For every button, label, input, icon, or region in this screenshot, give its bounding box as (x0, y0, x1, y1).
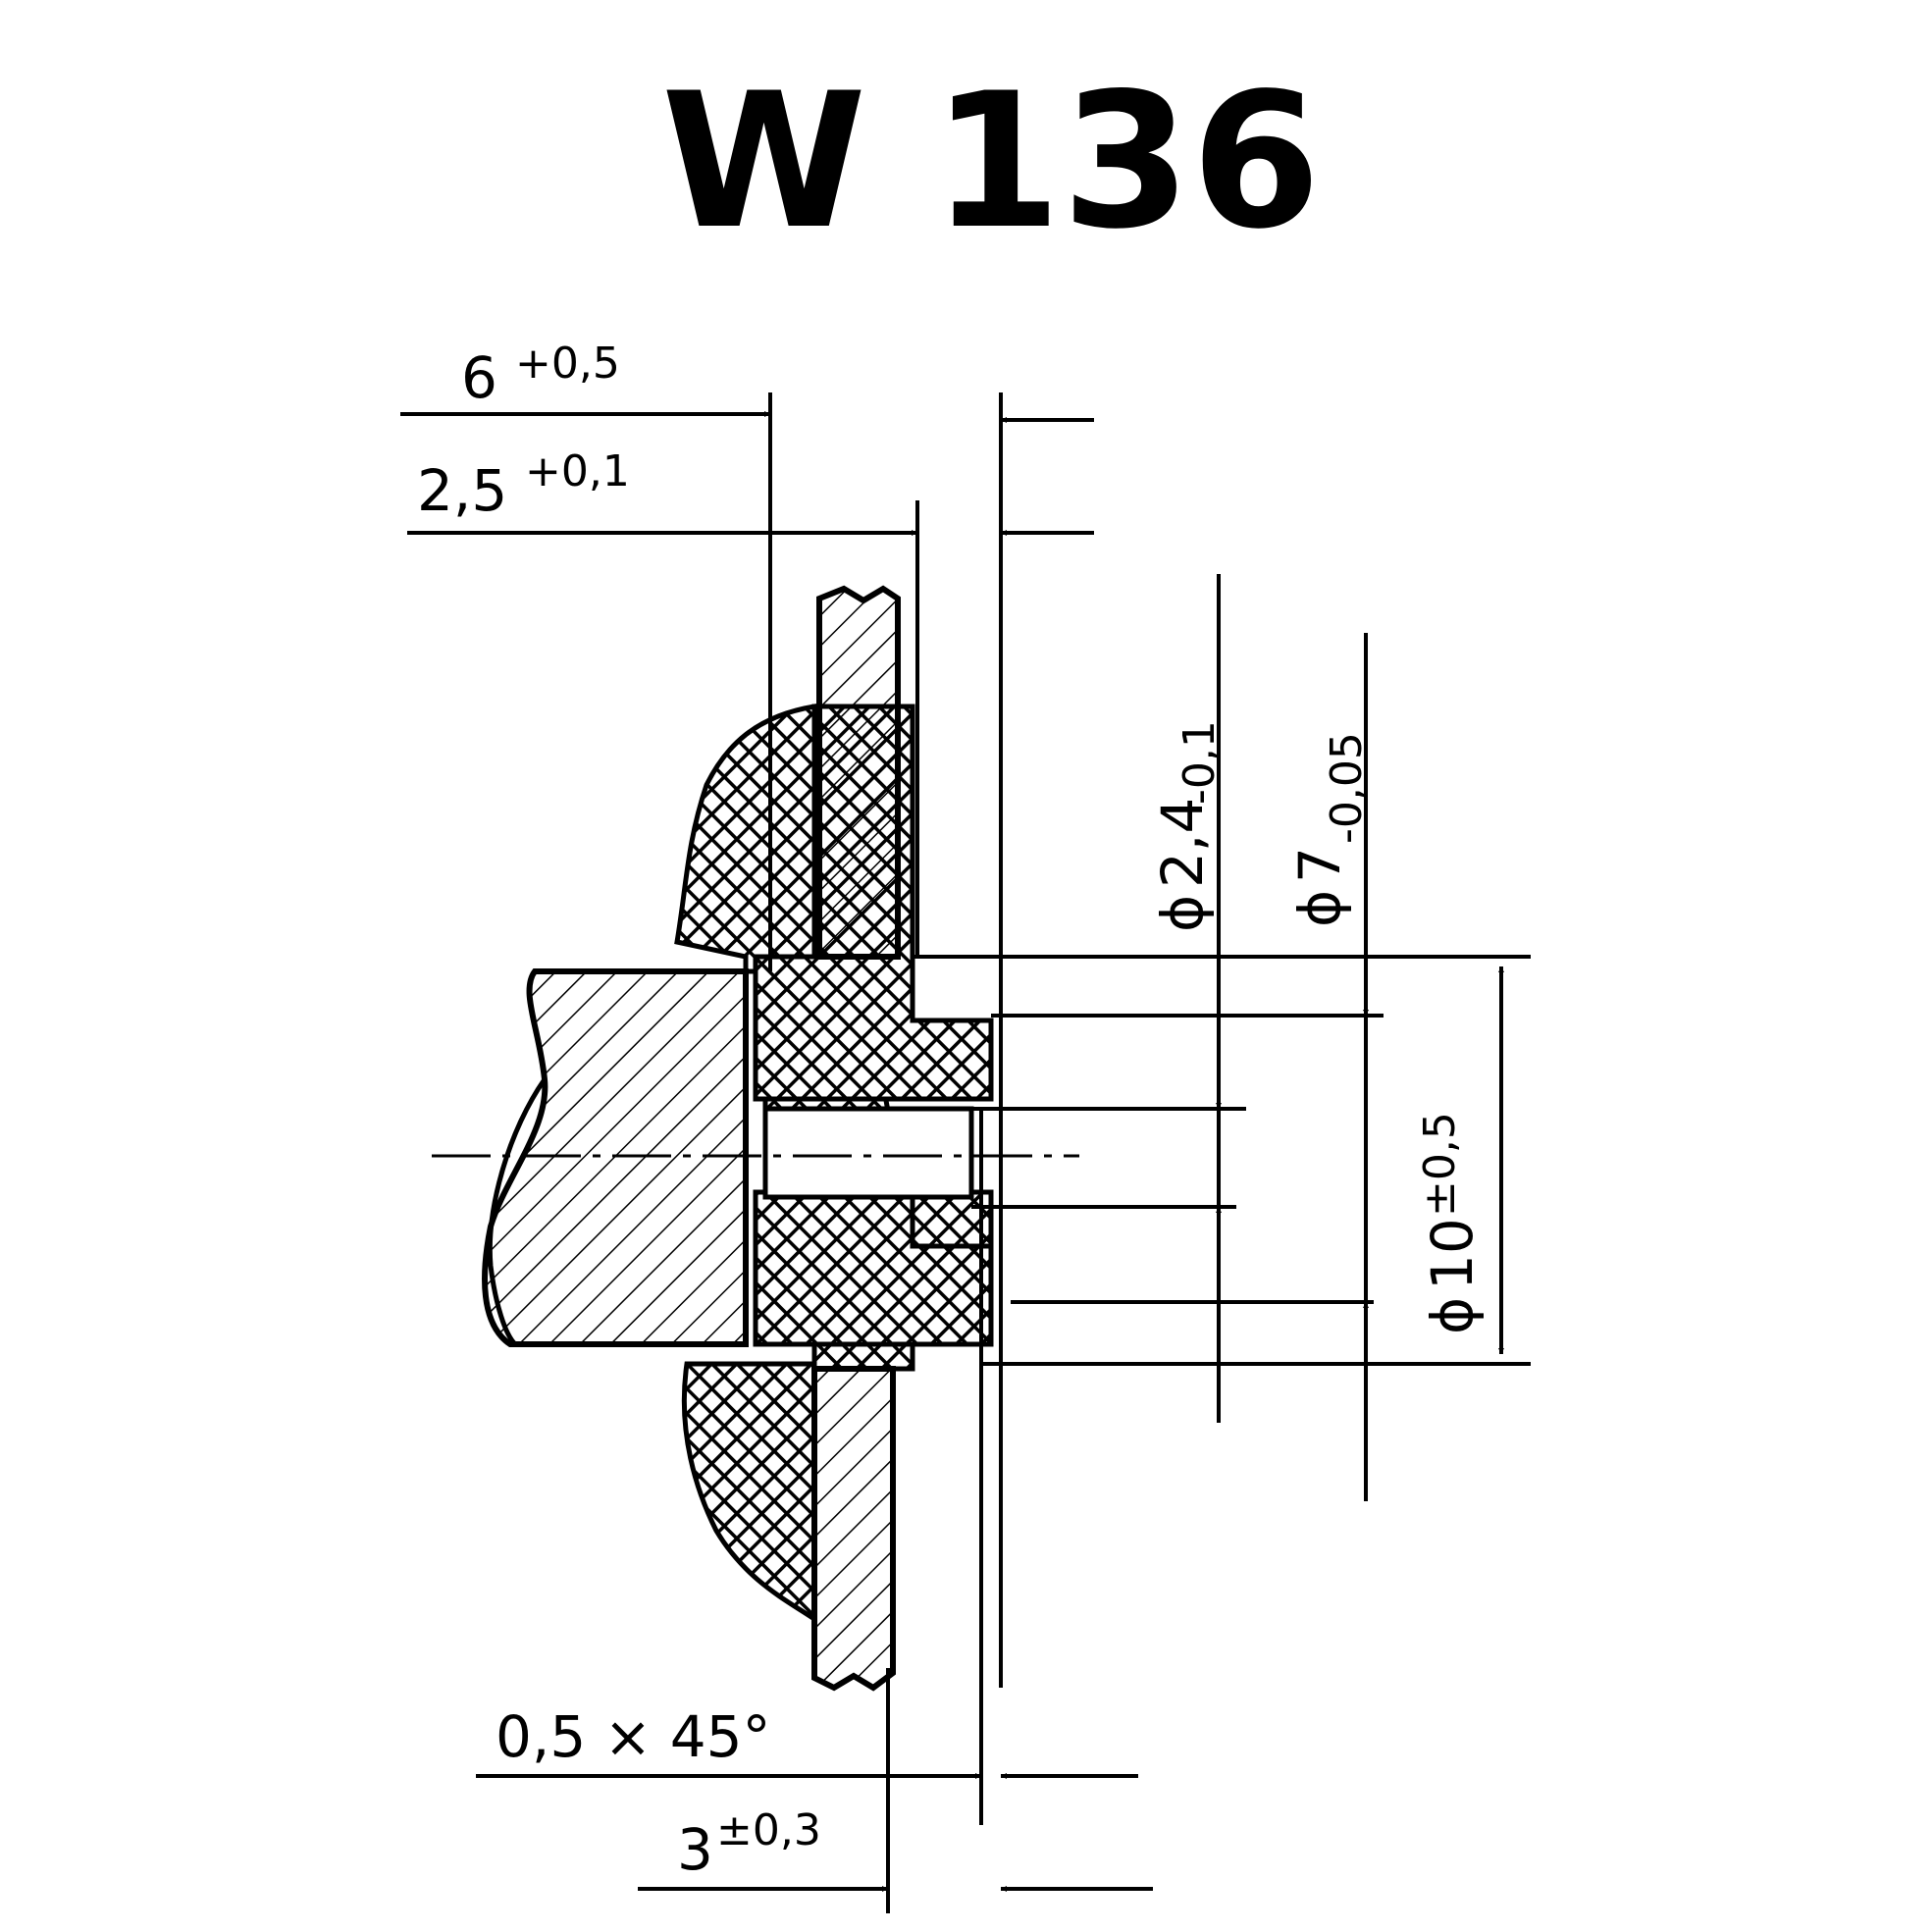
dim-2-5: 2,5 +0,1 (417, 446, 630, 524)
dim-3-tol: ±0,3 (716, 1805, 821, 1855)
dim-6-value: 6 (461, 344, 497, 411)
extension-lines (768, 392, 1531, 1913)
dim-dia-2-4-value: 2,4 (1149, 798, 1216, 888)
dim-2-5-value: 2,5 (417, 457, 507, 524)
dim-dia-7-value: 7 (1286, 847, 1353, 883)
metal-plate (811, 585, 901, 1692)
dim-dia-2-4-tol: -0,1 (1175, 720, 1225, 805)
dim-3: 3 ±0,3 (677, 1805, 821, 1883)
dim-dia-10-value: 10 (1419, 1218, 1486, 1290)
dim-dia-10: ϕ 10 ±0,5 (1415, 1112, 1486, 1334)
dim-2-5-tol: +0,1 (525, 446, 630, 496)
dim-dia-2-4-symbol: ϕ (1149, 895, 1216, 932)
dim-dia-10-symbol: ϕ (1419, 1297, 1486, 1334)
pin-bore (762, 1106, 974, 1200)
dim-dia-7-symbol: ϕ (1286, 890, 1353, 927)
dim-dia-7-tol: -0,05 (1322, 732, 1372, 844)
dim-6: 6 +0,5 (461, 339, 620, 411)
dim-chamfer: 0,5 × 45° (496, 1703, 771, 1770)
dim-6-tol: +0,5 (515, 339, 620, 389)
shaft (482, 968, 749, 1347)
dimension-lines (400, 411, 1504, 1892)
drawing-title: W 136 (661, 53, 1321, 270)
dim-dia-2-4: ϕ 2,4 -0,1 (1149, 720, 1225, 932)
dim-3-value: 3 (677, 1816, 713, 1883)
dim-dia-10-tol: ±0,5 (1415, 1112, 1465, 1217)
dim-dia-7: ϕ 7 -0,05 (1286, 732, 1372, 927)
